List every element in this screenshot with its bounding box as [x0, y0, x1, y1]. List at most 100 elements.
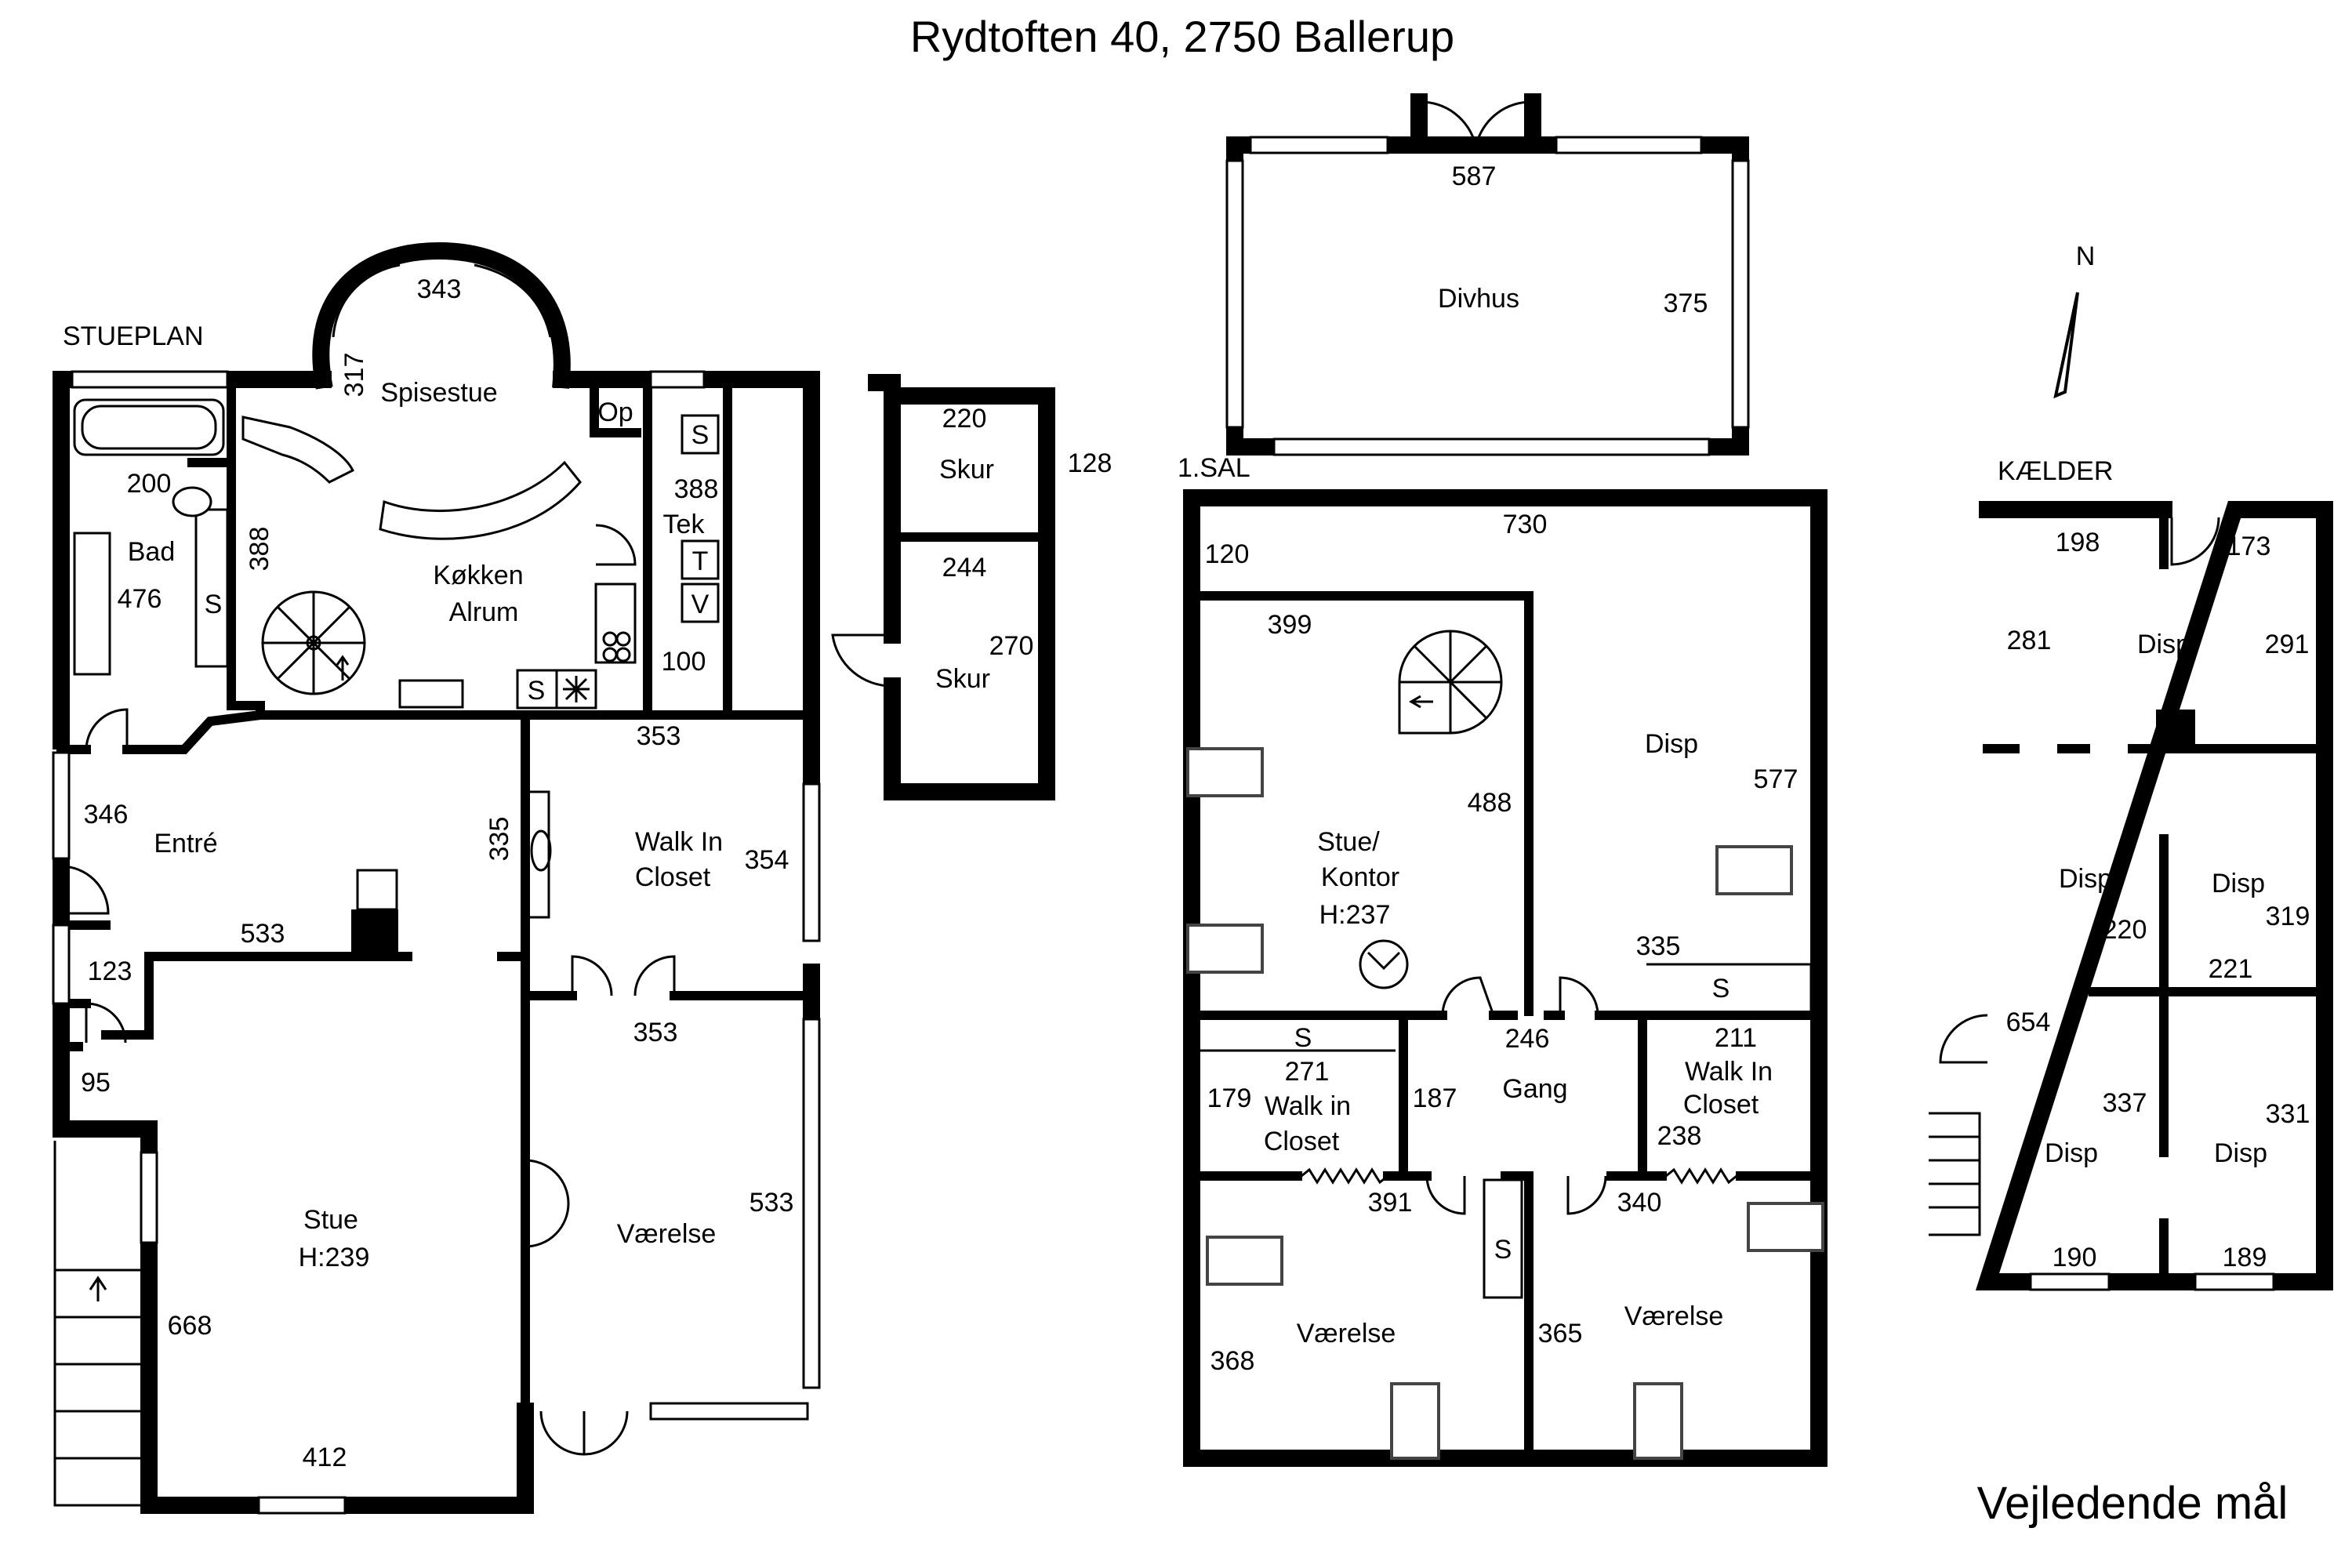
section-label-stueplan: STUEPLAN	[63, 321, 204, 351]
floor-1-sal	[1183, 489, 1828, 1467]
dim-100: 100	[662, 647, 706, 677]
dim-246: 246	[1505, 1024, 1550, 1054]
dim-128: 128	[1068, 448, 1112, 478]
room-stue-kontor-height: H:237	[1319, 900, 1391, 930]
room-op: Op	[597, 397, 633, 427]
room-disp-kaelder-mid-left: Disp	[2059, 864, 2112, 894]
dim-200: 200	[127, 469, 172, 499]
dim-335-1-sal: 335	[1636, 931, 1681, 961]
dim-654: 654	[2006, 1007, 2051, 1037]
dim-179: 179	[1207, 1083, 1252, 1113]
dim-353-vaerelse: 353	[633, 1018, 678, 1047]
dim-343: 343	[417, 274, 462, 304]
room-walkin-right-line2: Closet	[1683, 1090, 1759, 1120]
room-vaerelse-right: Værelse	[1624, 1301, 1724, 1331]
plan-title: Rydtoften 40, 2750 Ballerup	[910, 12, 1454, 61]
room-walkin-line1: Walk In	[635, 827, 723, 857]
dim-220-kaelder: 220	[2103, 915, 2147, 945]
room-kokken: Køkken	[433, 561, 523, 590]
dim-375: 375	[1664, 289, 1708, 318]
dim-388-kitchen: 388	[245, 527, 274, 572]
room-skur-top: Skur	[939, 455, 994, 485]
dim-211: 211	[1715, 1023, 1757, 1053]
dim-270: 270	[989, 631, 1034, 661]
dim-353-walkin: 353	[637, 721, 681, 751]
dim-95: 95	[81, 1068, 111, 1098]
dim-388-tek: 388	[674, 474, 719, 504]
fixture-s-disp: S	[1712, 974, 1730, 1004]
floor-kaelder	[1929, 501, 2333, 1291]
floor-divhus	[1225, 93, 1750, 456]
room-disp-1-sal: Disp	[1645, 729, 1698, 759]
dim-340: 340	[1617, 1188, 1662, 1218]
dim-368: 368	[1210, 1346, 1255, 1376]
fixture-s-tek: S	[691, 420, 710, 450]
dim-271: 271	[1285, 1057, 1330, 1087]
room-vaerelse-left: Værelse	[1297, 1319, 1396, 1348]
room-disp-kaelder-top: Disp	[2137, 630, 2190, 659]
room-stue-height: H:239	[299, 1243, 370, 1272]
dim-587: 587	[1452, 162, 1497, 191]
dim-354: 354	[745, 845, 789, 875]
room-walkin-line2: Closet	[635, 862, 711, 892]
dim-533-entre: 533	[241, 919, 285, 949]
dim-190: 190	[2053, 1243, 2097, 1272]
fixture-s-gang: S	[1494, 1235, 1512, 1265]
dim-488: 488	[1468, 788, 1512, 818]
dim-198: 198	[2056, 528, 2100, 557]
room-stue-kontor-line1: Stue/	[1317, 827, 1380, 857]
dim-244: 244	[942, 553, 987, 583]
fixture-s-bad: S	[205, 590, 223, 619]
dim-221: 221	[2209, 954, 2253, 984]
fixture-v: V	[691, 590, 710, 619]
room-gang: Gang	[1502, 1074, 1567, 1104]
dim-391: 391	[1368, 1188, 1413, 1218]
room-skur-bottom: Skur	[935, 664, 990, 694]
room-walkin-left-line2: Closet	[1264, 1127, 1340, 1156]
dim-533-vaerelse: 533	[750, 1188, 794, 1218]
dim-173: 173	[2227, 532, 2271, 561]
dim-238: 238	[1657, 1121, 1702, 1151]
fixture-t: T	[692, 546, 709, 576]
floor-stueplan	[52, 241, 821, 1515]
dim-220-skur: 220	[942, 404, 987, 434]
room-walkin-right-line1: Walk In	[1685, 1057, 1773, 1087]
dim-187: 187	[1413, 1083, 1457, 1113]
fixture-s-walkin: S	[1294, 1023, 1312, 1053]
dim-319: 319	[2266, 902, 2310, 931]
north-arrow-icon	[2053, 292, 2079, 399]
room-walkin-left-line1: Walk in	[1265, 1091, 1351, 1121]
room-divhus: Divhus	[1438, 284, 1519, 314]
dim-335: 335	[485, 817, 514, 862]
disclaimer-text: Vejledende mål	[1977, 1478, 2288, 1529]
section-label-1-sal: 1.SAL	[1178, 453, 1250, 483]
dim-730: 730	[1503, 510, 1548, 539]
dim-412: 412	[303, 1443, 347, 1472]
dim-476: 476	[118, 584, 162, 614]
room-disp-kaelder-mid-right: Disp	[2212, 869, 2265, 898]
room-vaerelse: Værelse	[617, 1219, 717, 1249]
room-disp-kaelder-bottom-right: Disp	[2214, 1138, 2267, 1168]
fixture-s-kitchen: S	[528, 676, 546, 706]
section-label-kaelder: KÆLDER	[1998, 456, 2113, 486]
room-disp-kaelder-bottom-left: Disp	[2045, 1138, 2098, 1168]
dim-337: 337	[2103, 1088, 2147, 1118]
dim-317: 317	[339, 353, 369, 397]
room-alrum: Alrum	[449, 597, 519, 627]
dim-281: 281	[2007, 626, 2052, 655]
dim-189: 189	[2223, 1243, 2267, 1272]
room-stue-kontor-line2: Kontor	[1321, 862, 1399, 892]
dim-291: 291	[2265, 630, 2310, 659]
dim-331: 331	[2266, 1099, 2310, 1129]
room-spisestue: Spisestue	[380, 378, 497, 408]
dim-123: 123	[88, 956, 132, 986]
room-bad: Bad	[128, 537, 176, 567]
floor-skur	[831, 374, 1055, 800]
dim-120: 120	[1205, 539, 1250, 569]
compass-north-label: N	[2076, 241, 2096, 271]
dim-365: 365	[1538, 1319, 1583, 1348]
dim-668: 668	[168, 1311, 212, 1341]
dim-577: 577	[1754, 764, 1798, 794]
room-stue: Stue	[303, 1205, 358, 1235]
